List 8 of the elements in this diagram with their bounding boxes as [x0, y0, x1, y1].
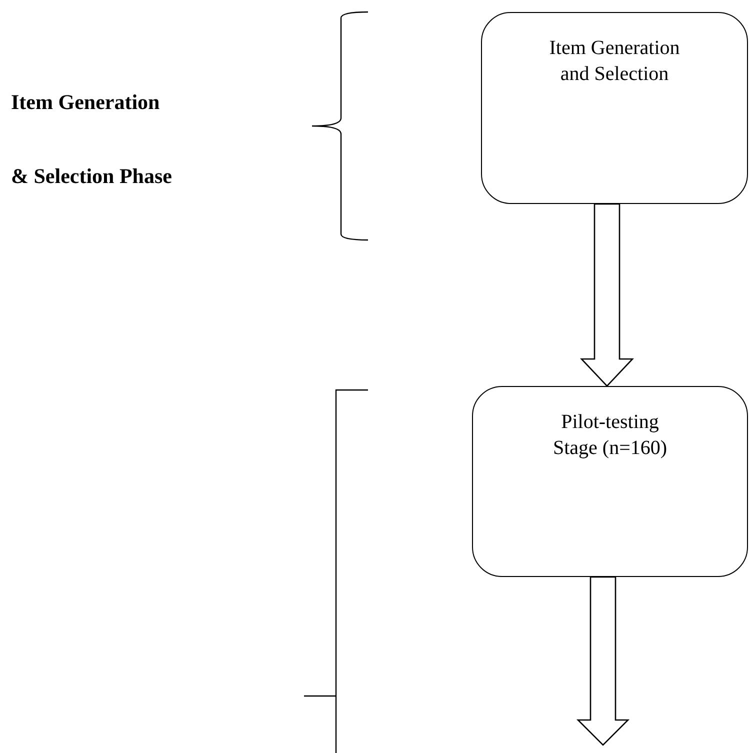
phase-label: & Selection Phase: [11, 164, 172, 189]
phase-label: Item Generation: [11, 90, 160, 115]
block-arrow: [576, 576, 630, 746]
process-box: [472, 386, 748, 577]
process-box: [481, 12, 748, 204]
box-text: Pilot-testing Stage (n=160): [552, 410, 668, 461]
box-text: Item Generation and Selection: [548, 36, 681, 87]
block-arrow: [580, 203, 634, 387]
